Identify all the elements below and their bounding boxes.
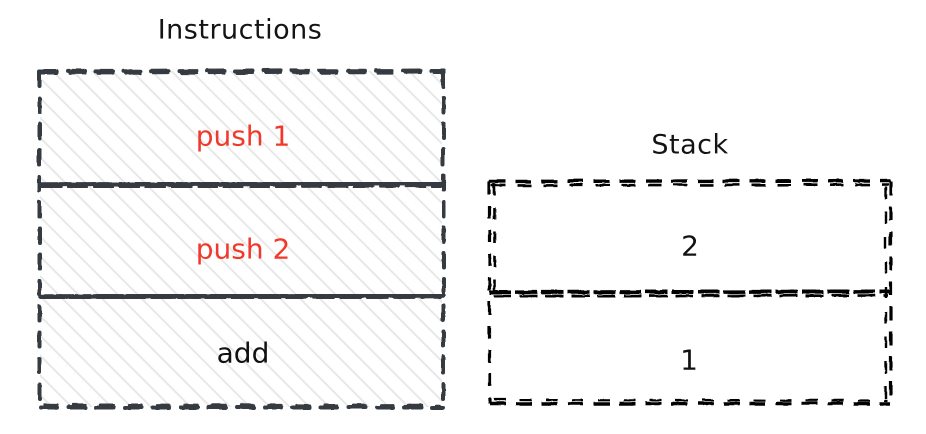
instruction-cell-0[interactable] <box>40 72 443 184</box>
instruction-cell-2[interactable] <box>40 296 443 407</box>
instruction-cell-label-2: add <box>216 336 270 370</box>
stack-cell-label-0: 2 <box>681 229 699 263</box>
instruction-cell-label-0: push 1 <box>195 119 291 153</box>
instructions-divider-1 <box>37 180 446 189</box>
stack-divider-1 <box>488 289 891 298</box>
instruction-cell-1[interactable] <box>40 184 443 296</box>
stack-cell-label-1: 1 <box>680 343 698 377</box>
instructions-title: Instructions <box>157 14 323 46</box>
instructions-panel <box>37 68 446 409</box>
stack-cell-1[interactable] <box>489 292 890 403</box>
instructions-outer-border <box>37 68 445 409</box>
stack-cell-0[interactable] <box>489 181 890 292</box>
instructions-divider-2 <box>37 292 446 300</box>
stack-title: Stack <box>651 129 729 161</box>
instructions-hatch-fill <box>40 71 442 407</box>
stack-panel <box>487 178 892 405</box>
instruction-cell-label-1: push 2 <box>195 232 291 266</box>
